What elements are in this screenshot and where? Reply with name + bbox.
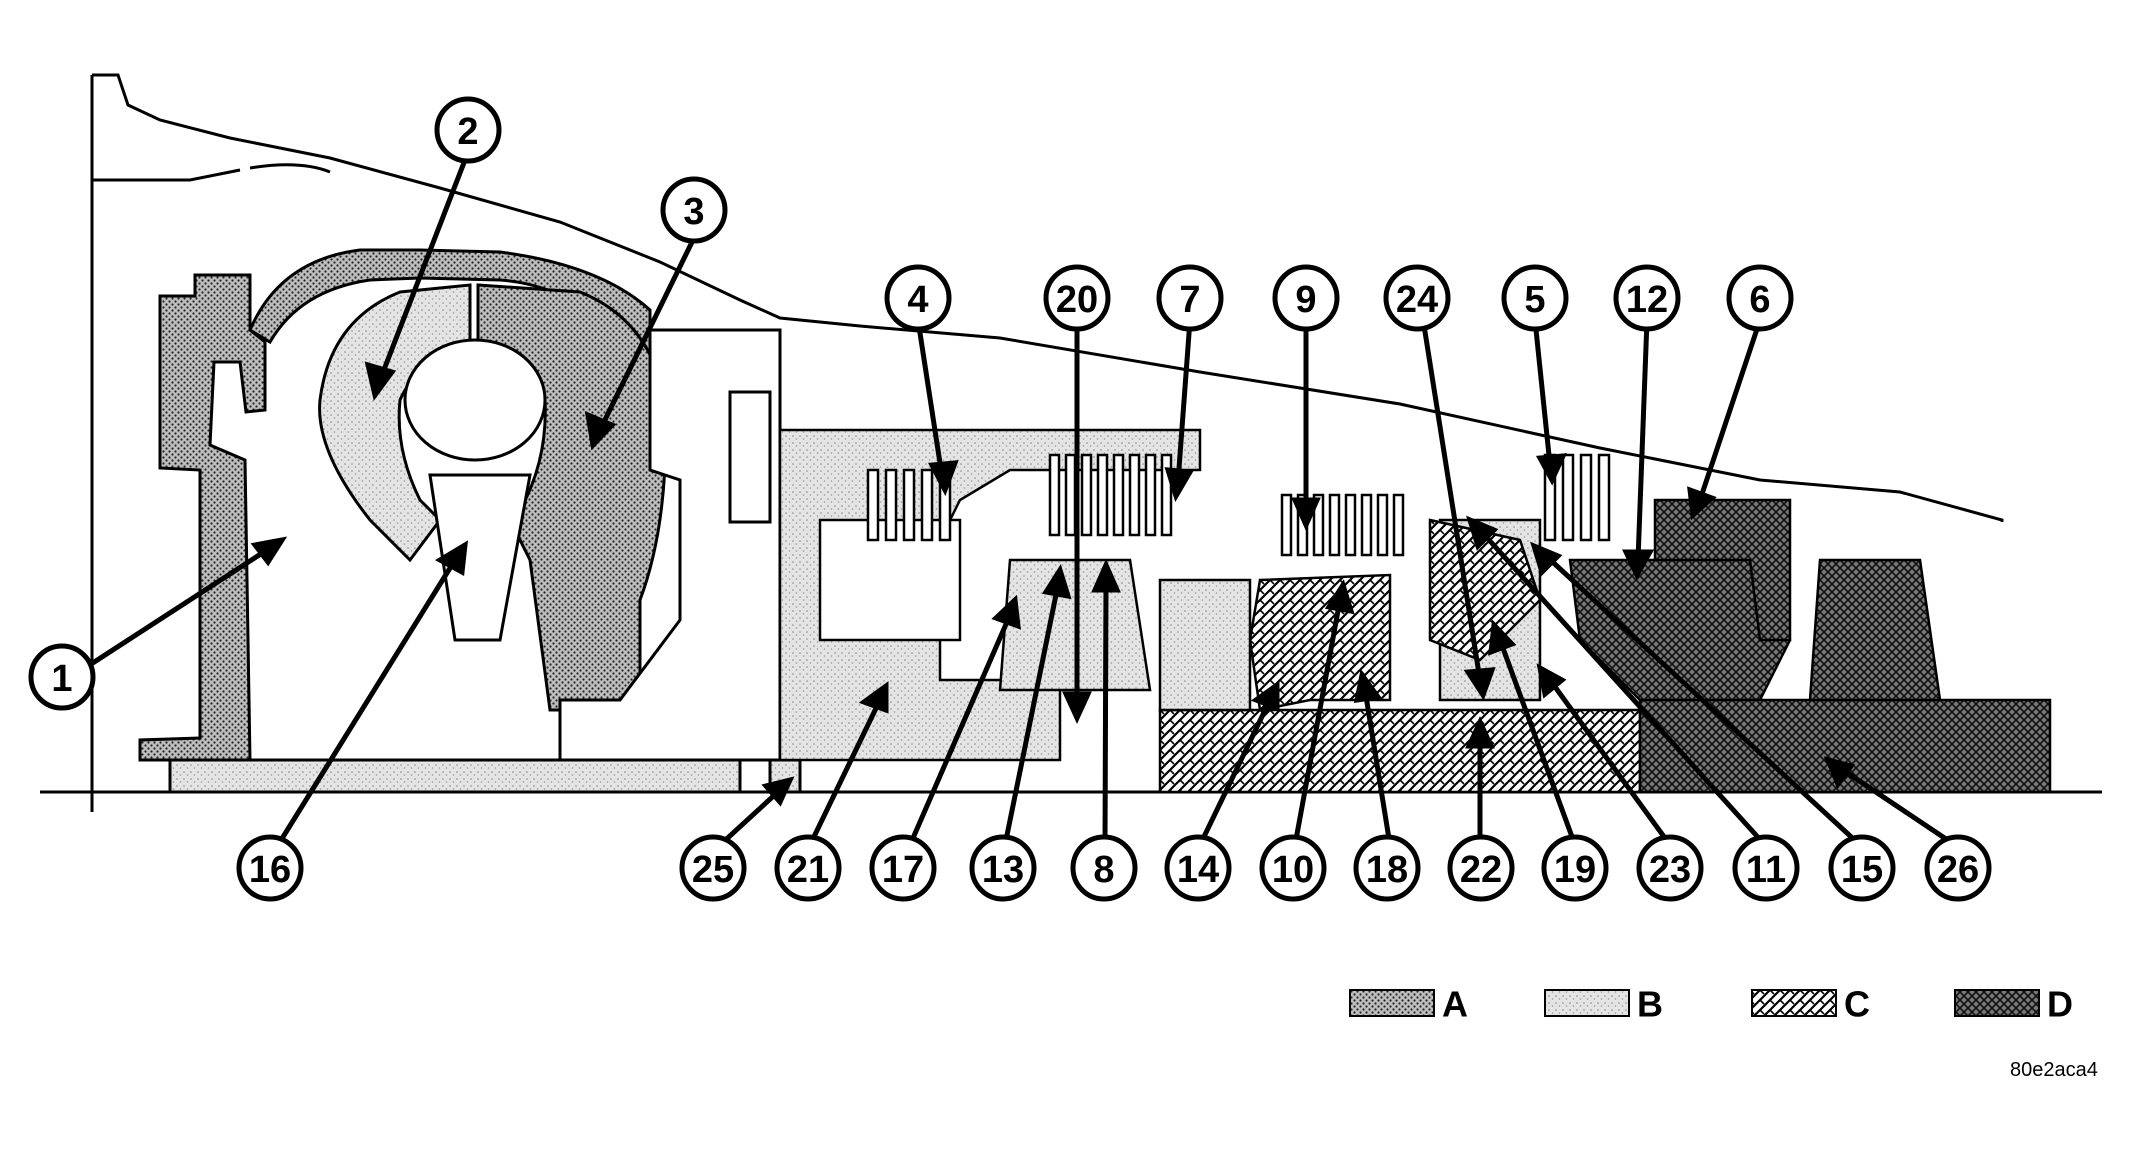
legend-label-d: D bbox=[2047, 984, 2073, 1025]
callout-11 bbox=[1732, 834, 1800, 902]
callout-label-12: 12 bbox=[1626, 279, 1668, 321]
legend-item-c: C bbox=[1751, 984, 1870, 1025]
callout-4 bbox=[884, 264, 952, 332]
callout-circles bbox=[28, 96, 1992, 902]
callout-label-21: 21 bbox=[787, 849, 829, 891]
callout-2 bbox=[434, 96, 502, 164]
callout-21 bbox=[774, 834, 842, 902]
callout-12 bbox=[1613, 264, 1681, 332]
callout-label-10: 10 bbox=[1272, 849, 1314, 891]
callout-17 bbox=[869, 834, 937, 902]
callout-22 bbox=[1447, 834, 1515, 902]
callout-label-24: 24 bbox=[1396, 279, 1438, 321]
callout-13 bbox=[969, 834, 1037, 902]
callout-label-6: 6 bbox=[1749, 279, 1770, 321]
callout-3 bbox=[660, 176, 728, 244]
callout-label-25: 25 bbox=[692, 849, 734, 891]
callout-24 bbox=[1383, 264, 1451, 332]
stator bbox=[428, 473, 532, 642]
callout-20 bbox=[1043, 264, 1111, 332]
callout-14 bbox=[1164, 834, 1232, 902]
callout-26 bbox=[1924, 834, 1992, 902]
callout-label-19: 19 bbox=[1554, 849, 1596, 891]
legend-item-b: B bbox=[1544, 984, 1663, 1025]
legend-label-c: C bbox=[1844, 984, 1870, 1025]
rear-housing-6 bbox=[1653, 498, 1792, 642]
callout-label-5: 5 bbox=[1524, 279, 1545, 321]
middle-planetary-assembly bbox=[1158, 493, 1642, 794]
torque-converter bbox=[138, 248, 802, 794]
callout-label-23: 23 bbox=[1649, 849, 1691, 891]
callout-label-16: 16 bbox=[249, 849, 291, 891]
callout-label-1: 1 bbox=[51, 658, 72, 700]
callout-5 bbox=[1501, 264, 1569, 332]
callout-6 bbox=[1726, 264, 1794, 332]
legend-swatch-d bbox=[1954, 989, 2040, 1017]
callout-label-4: 4 bbox=[907, 279, 928, 321]
callout-19 bbox=[1541, 834, 1609, 902]
legend-item-a: A bbox=[1349, 984, 1468, 1025]
callout-15 bbox=[1828, 834, 1896, 902]
callout-label-2: 2 bbox=[457, 111, 478, 153]
callout-label-3: 3 bbox=[683, 191, 704, 233]
callout-7 bbox=[1156, 264, 1224, 332]
callout-label-17: 17 bbox=[882, 849, 924, 891]
callout-label-7: 7 bbox=[1179, 279, 1200, 321]
converter-hub bbox=[168, 758, 802, 794]
rear-clutch-assembly bbox=[1428, 453, 2052, 794]
image-id-label: 80e2aca4 bbox=[2010, 1059, 2098, 1081]
callout-label-14: 14 bbox=[1177, 849, 1219, 891]
callout-label-9: 9 bbox=[1295, 279, 1316, 321]
callout-label-22: 22 bbox=[1460, 849, 1502, 891]
callout-23 bbox=[1636, 834, 1704, 902]
callout-labels: 1 2 3 4 20 7 9 24 5 12 6 16 25 21 17 13 … bbox=[51, 111, 1979, 891]
callout-10 bbox=[1259, 834, 1327, 902]
legend-swatch-b bbox=[1544, 989, 1630, 1017]
callout-label-20: 20 bbox=[1056, 279, 1098, 321]
callout-label-8: 8 bbox=[1093, 849, 1114, 891]
legend-swatch-a bbox=[1349, 989, 1435, 1017]
callout-label-11: 11 bbox=[1746, 849, 1786, 891]
callout-label-26: 26 bbox=[1937, 849, 1979, 891]
legend-swatch-c bbox=[1751, 989, 1837, 1017]
converter-cover bbox=[138, 273, 267, 762]
callout-25 bbox=[679, 834, 747, 902]
callout-8 bbox=[1070, 834, 1138, 902]
legend: A B C D bbox=[1349, 984, 2073, 1025]
callout-16 bbox=[236, 834, 304, 902]
clutch-pack-9 bbox=[1280, 493, 1405, 557]
leader-arrows bbox=[83, 159, 1957, 848]
callout-label-13: 13 bbox=[982, 849, 1024, 891]
callout-9 bbox=[1272, 264, 1340, 332]
legend-item-d: D bbox=[1954, 984, 2073, 1025]
rear-planetary bbox=[1428, 518, 1542, 662]
front-clutch-assembly bbox=[778, 428, 1202, 762]
callout-label-15: 15 bbox=[1841, 849, 1883, 891]
clutch-pack-7 bbox=[1048, 453, 1173, 537]
legend-label-b: B bbox=[1637, 984, 1663, 1025]
callout-18 bbox=[1353, 834, 1421, 902]
legend-label-a: A bbox=[1442, 984, 1468, 1025]
callout-1 bbox=[28, 643, 96, 711]
callout-label-18: 18 bbox=[1366, 849, 1408, 891]
